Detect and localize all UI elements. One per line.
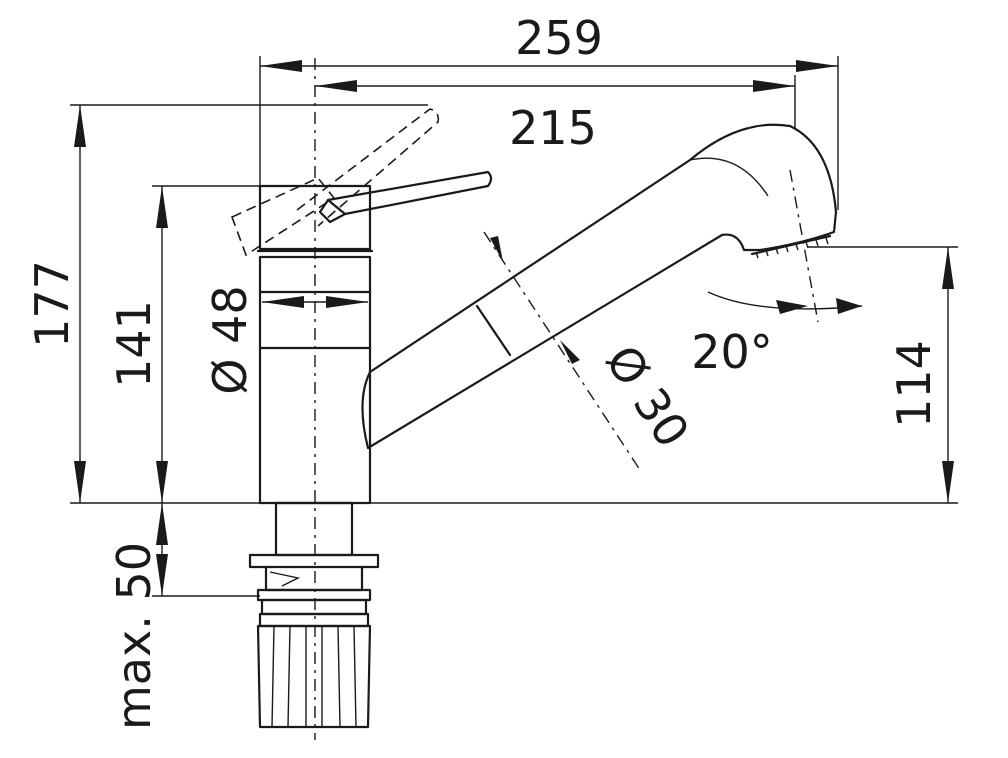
aerator-nozzle <box>755 237 829 259</box>
dim-swivel-angle: 20° <box>691 325 773 379</box>
dim-spout-reach: 215 <box>509 101 597 155</box>
extension-lines <box>70 56 958 597</box>
dim-max-deck-thickness: max. 50 <box>107 542 161 730</box>
dim-spout-diameter: Ø 30 <box>595 336 700 457</box>
dim-overall-width: 259 <box>515 11 603 65</box>
dim-body-height: 141 <box>107 300 161 388</box>
lever-handle <box>318 170 493 224</box>
centre-lines <box>314 58 819 740</box>
ribbed-nut <box>256 624 372 729</box>
dimension-lines <box>74 60 954 596</box>
dim-total-height: 177 <box>25 260 79 348</box>
dim-outlet-height: 114 <box>887 340 941 428</box>
mounting-shank <box>248 501 380 729</box>
lever-raised-outline <box>230 108 440 257</box>
spout <box>361 123 838 450</box>
dim-body-diameter: Ø 48 <box>203 285 257 394</box>
